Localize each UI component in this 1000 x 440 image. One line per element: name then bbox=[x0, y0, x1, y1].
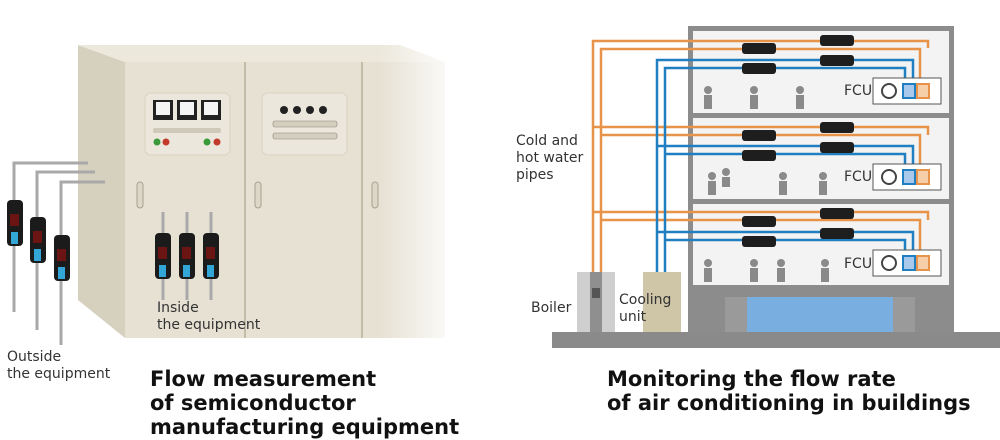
label-inside-equipment: Inside the equipment bbox=[157, 300, 261, 333]
fcu-label: FCU bbox=[844, 169, 873, 185]
caption-air-conditioning: Monitoring the flow rate of air conditio… bbox=[607, 367, 971, 415]
fcu-label: FCU bbox=[844, 256, 873, 272]
fcu-units bbox=[872, 77, 942, 277]
flow-sensors bbox=[742, 35, 854, 247]
outside-sensors bbox=[12, 161, 105, 345]
equipment-cabinets bbox=[78, 40, 460, 350]
label-boiler: Boiler bbox=[531, 300, 572, 316]
label-outside-equipment: Outside the equipment bbox=[7, 349, 111, 382]
label-pipes: Cold and hot water pipes bbox=[516, 133, 584, 183]
fcu-label: FCU bbox=[844, 83, 873, 99]
sensor-units bbox=[7, 200, 219, 300]
office-workers bbox=[704, 86, 829, 282]
label-cooling-unit: Cooling unit bbox=[619, 292, 672, 325]
caption-semiconductor: Flow measurement of semiconductor manufa… bbox=[150, 367, 460, 439]
